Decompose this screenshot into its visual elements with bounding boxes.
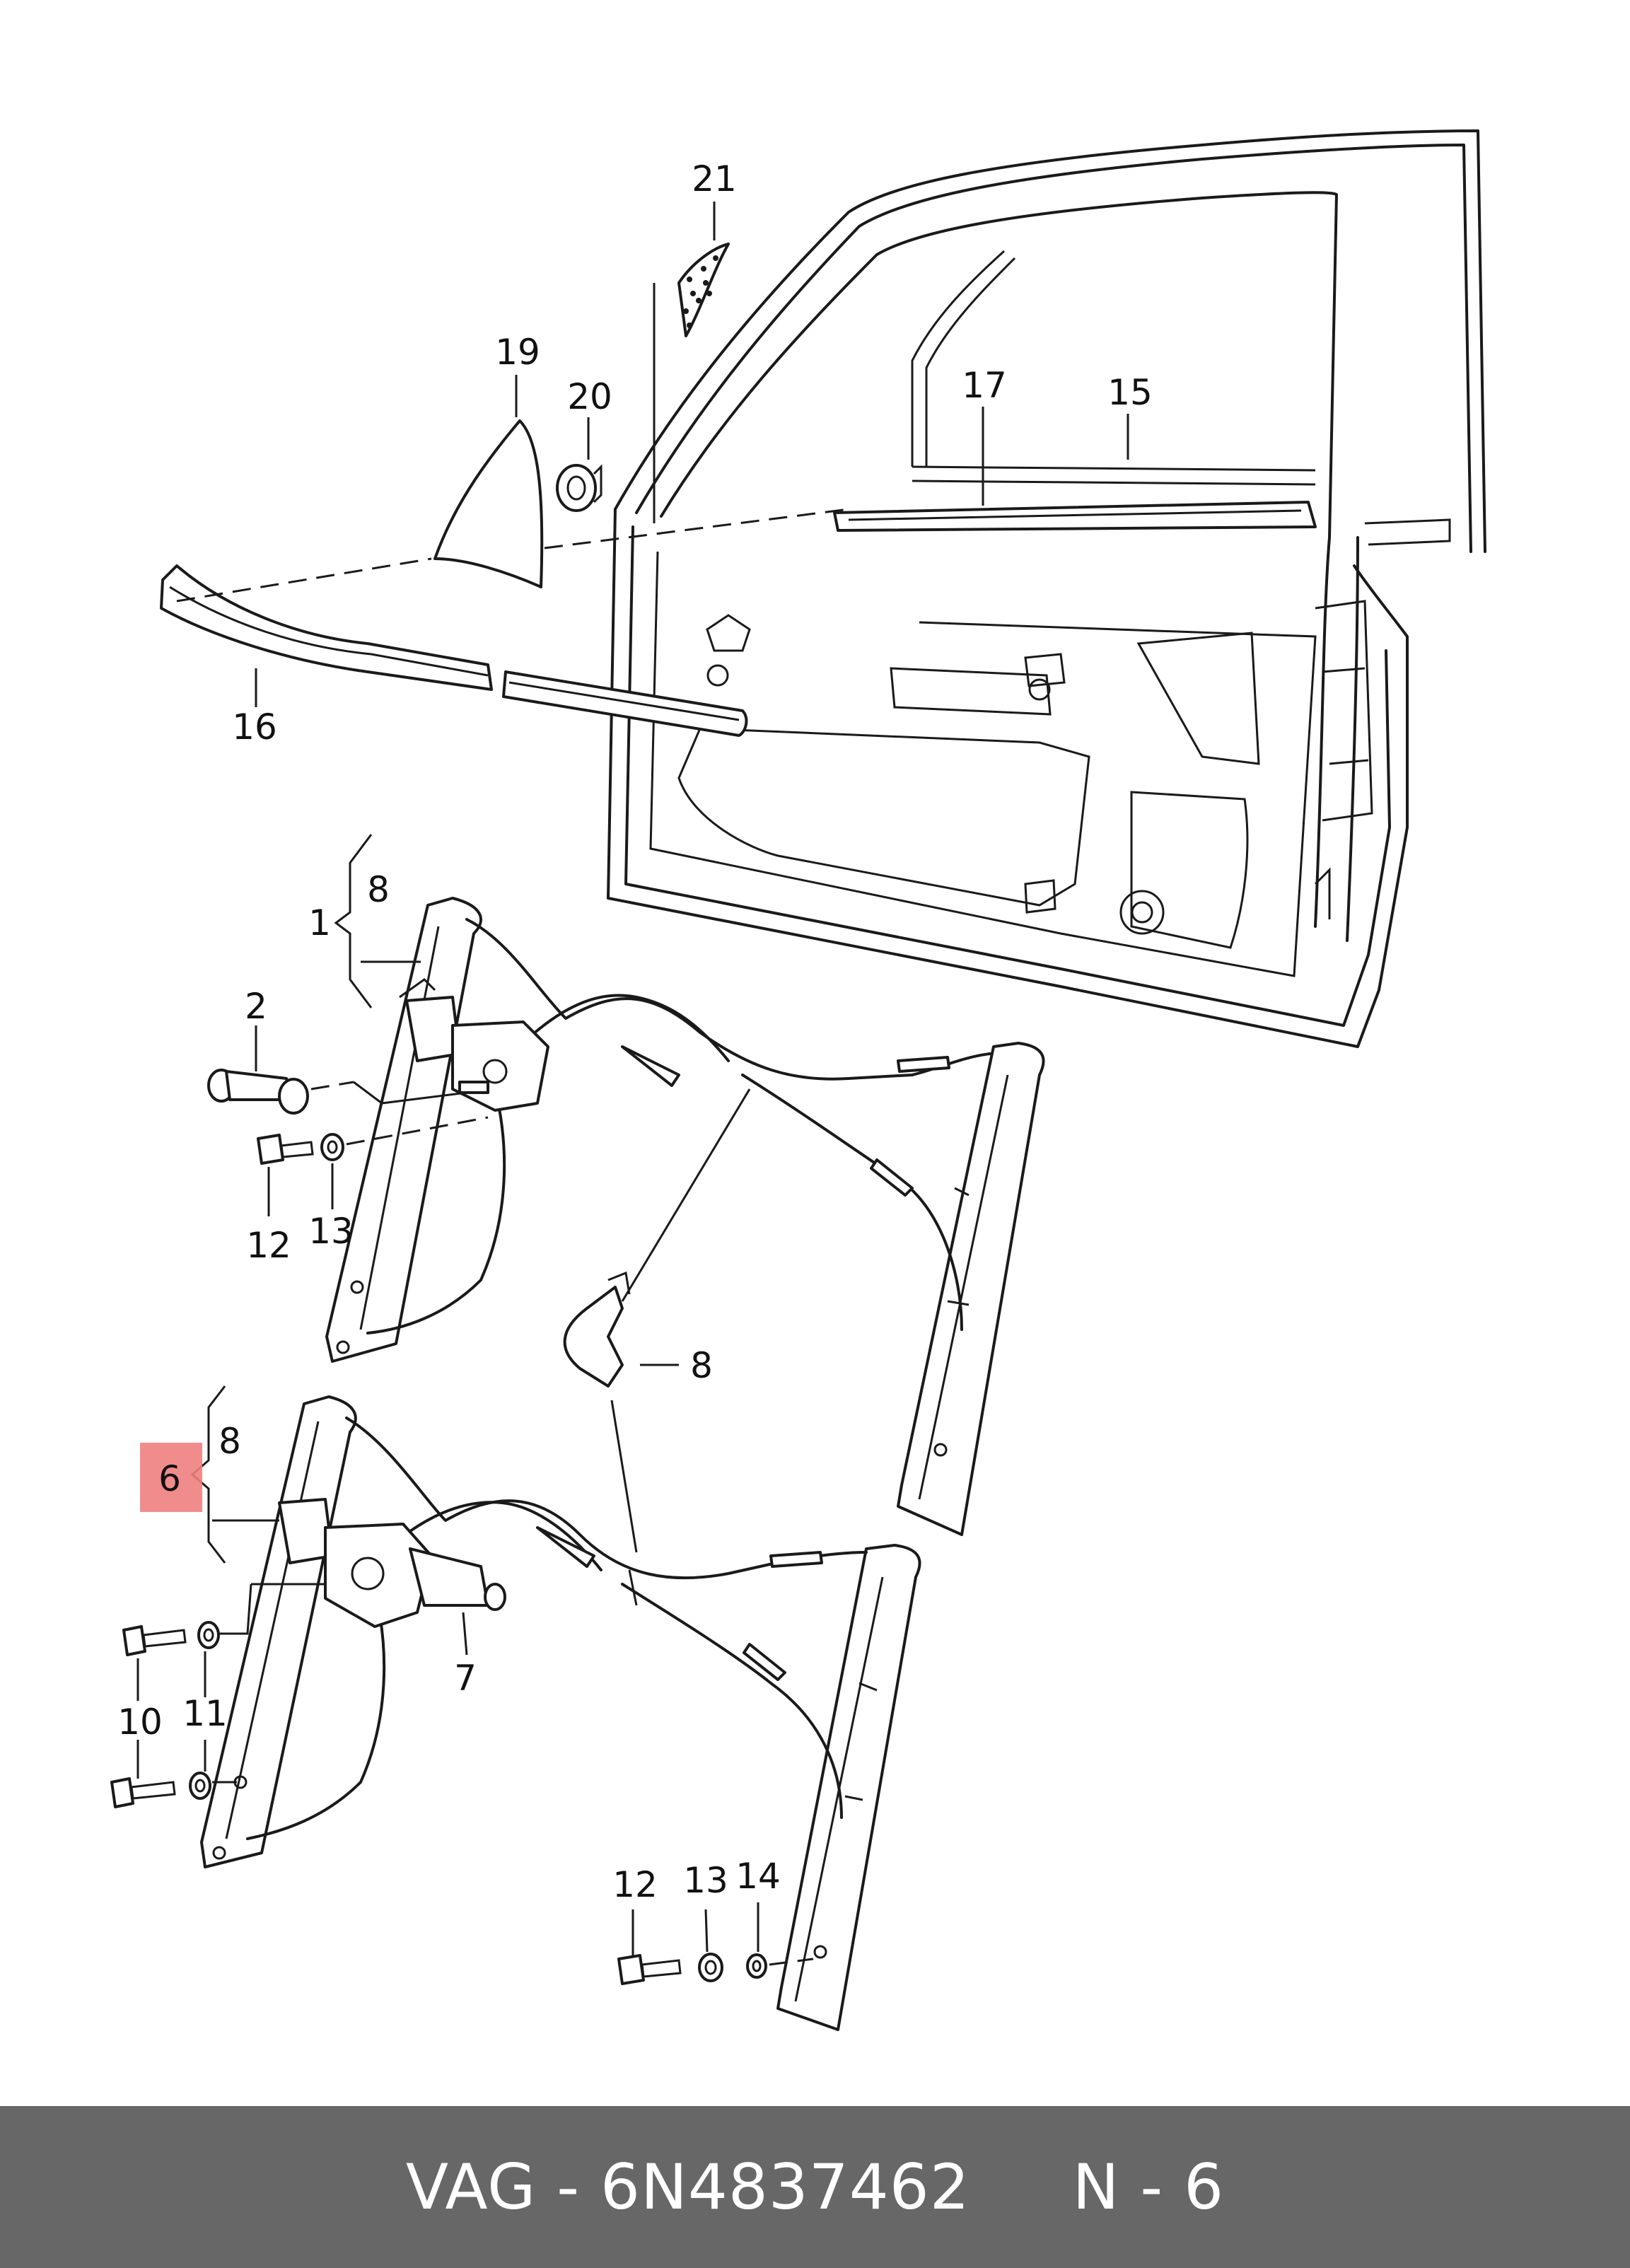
door-shell xyxy=(607,129,1486,1048)
footer-part-number: 6N4837462 xyxy=(600,2151,970,2223)
callout-11: 11 xyxy=(182,1693,228,1734)
callout-6: 6 xyxy=(158,1458,181,1499)
parts-diagram: 21 19 20 17 15 16 8 1 2 12 13 8 8 6 7 10… xyxy=(110,129,1486,2031)
bolt-washers-12-13-14 xyxy=(617,1953,814,1985)
bolt-washer-upper xyxy=(257,1116,489,1165)
callout-12-top: 12 xyxy=(246,1225,291,1266)
callout-8-mid: 8 xyxy=(690,1345,713,1386)
window-regulator-electric xyxy=(200,1395,921,2031)
callout-1: 1 xyxy=(308,902,331,943)
callout-10: 10 xyxy=(117,1702,163,1743)
triangle-cover-19 xyxy=(433,419,849,588)
callout-21: 21 xyxy=(692,158,737,199)
callout-19: 19 xyxy=(495,332,540,373)
callout-8-low: 8 xyxy=(219,1421,241,1462)
window-seal-strip-16 xyxy=(160,557,748,737)
footer-reference: N - 6 xyxy=(1072,2151,1225,2223)
callout-15: 15 xyxy=(1107,372,1153,413)
callout-16: 16 xyxy=(232,706,277,748)
highlight-box xyxy=(140,1443,202,1512)
window-crank-2 xyxy=(207,1069,467,1115)
callouts: 21 19 20 17 15 16 8 1 2 12 13 8 8 6 7 10… xyxy=(117,158,1153,1905)
callout-8-top: 8 xyxy=(367,869,390,910)
footer-brand: VAG xyxy=(405,2151,537,2223)
callout-7: 7 xyxy=(454,1658,477,1699)
window-regulator-manual xyxy=(325,897,1045,1536)
callout-20: 20 xyxy=(567,376,612,417)
bolts-washers-10-11 xyxy=(110,1621,237,1808)
grommet-20 xyxy=(556,464,602,512)
callout-13-top: 13 xyxy=(308,1211,354,1252)
callout-12-bottom: 12 xyxy=(612,1864,658,1905)
footer-separator: - xyxy=(557,2151,581,2223)
callout-14: 14 xyxy=(735,1856,781,1897)
part-number-footer: VAG - 6N4837462 N - 6 xyxy=(0,2106,1630,2268)
callout-13-bottom: 13 xyxy=(683,1860,728,1901)
foam-pad-21 xyxy=(653,243,730,523)
cable-clip-8 xyxy=(563,1088,751,1553)
callout-17: 17 xyxy=(962,365,1007,406)
callout-2: 2 xyxy=(245,986,267,1027)
